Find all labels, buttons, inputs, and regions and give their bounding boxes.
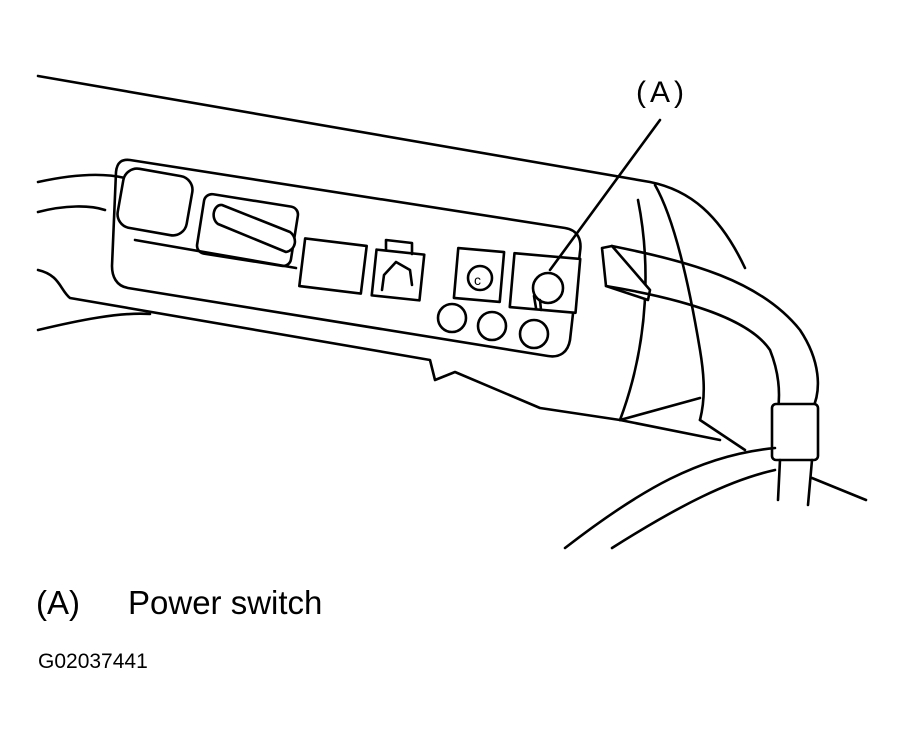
port-panel: [110, 158, 582, 358]
socket-base-line: [133, 238, 298, 270]
connector-latch: [212, 203, 297, 254]
cable-lower-strand: [610, 468, 777, 550]
figure-id: G02037441: [38, 650, 148, 673]
housing-underside: [618, 396, 747, 452]
cable-lower: [36, 205, 107, 214]
rect-port: [298, 237, 368, 295]
housing-right-face: [618, 198, 647, 422]
modular-jack-contacts: [380, 260, 414, 292]
round-port-3: [518, 318, 550, 350]
strap-tail: [776, 458, 814, 507]
housing-bottom-edge: [36, 268, 722, 442]
dc-jack: [452, 246, 506, 304]
housing-top-edge: [36, 74, 747, 270]
dc-jack-mark: c: [474, 272, 481, 288]
legend-key: (A): [36, 584, 80, 621]
round-port-2: [476, 310, 508, 342]
dc-jack-ring: [466, 264, 494, 292]
cable-upper: [36, 173, 127, 184]
callout-label-a: (A): [636, 76, 688, 109]
modular-jack-tab: [384, 238, 414, 256]
cable-plug: [116, 167, 194, 237]
power-switch-shadow: [532, 294, 543, 312]
round-port-1: [436, 302, 468, 334]
strap-upper-band: [610, 244, 820, 412]
modular-jack: [370, 248, 426, 302]
callout-leader: [548, 118, 662, 272]
base-surface-edge: [810, 476, 868, 502]
cable-icon: [563, 446, 777, 550]
housing-right-end: [653, 183, 706, 422]
strap-clip-icon: [770, 402, 820, 462]
power-switch-icon: [531, 271, 565, 305]
strap-lower-band: [604, 284, 781, 412]
housing-lower-lip: [36, 312, 152, 332]
legend-text: Power switch: [128, 584, 323, 621]
